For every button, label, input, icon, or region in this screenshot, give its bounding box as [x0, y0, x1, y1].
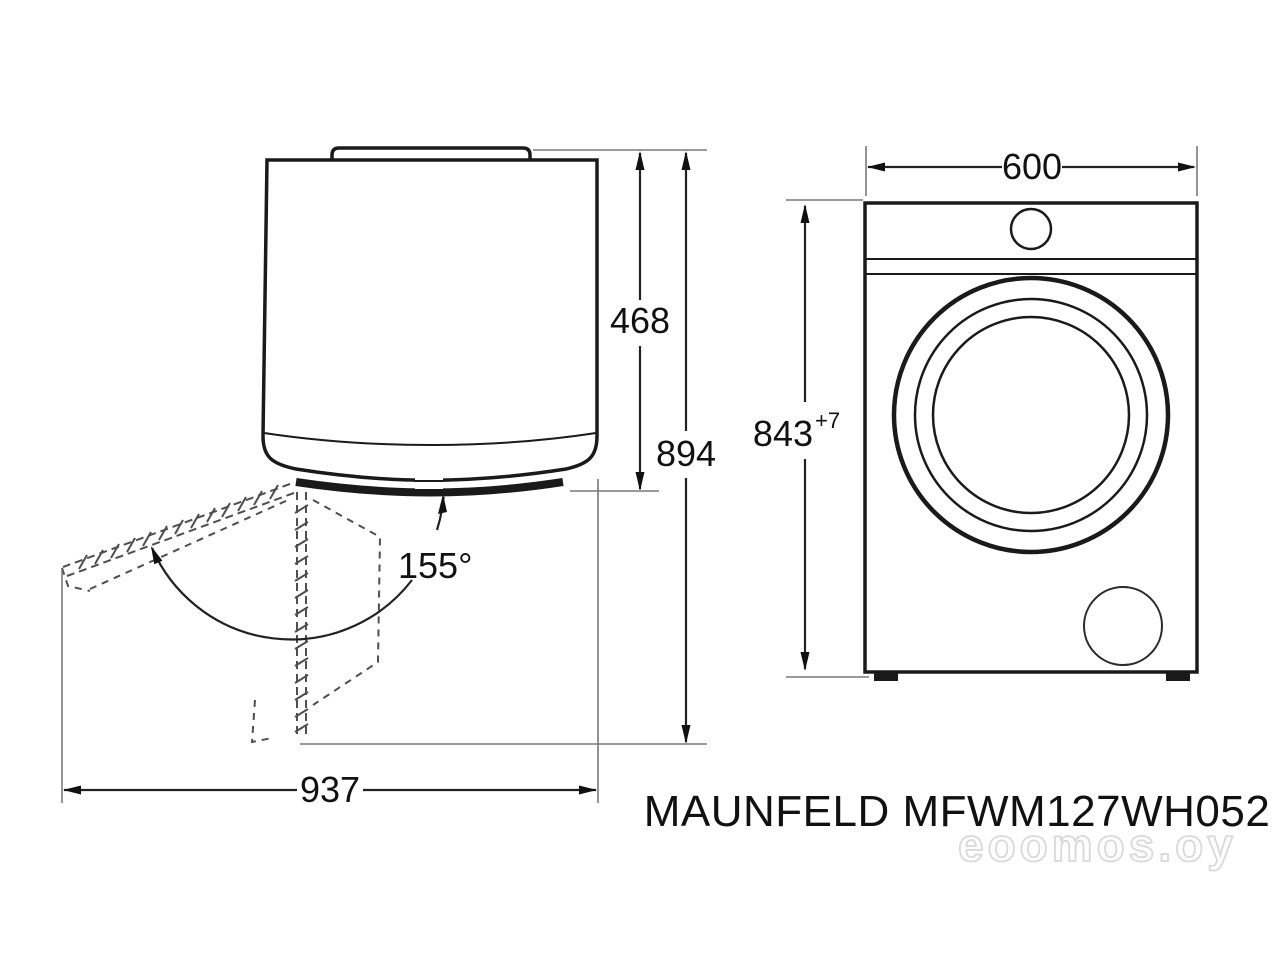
dimension-width: 600: [867, 146, 1196, 187]
dimension-depth: 468: [610, 151, 670, 491]
extension-lines-top-view: [61, 149, 707, 803]
door-outer-ring: [891, 275, 1171, 555]
lid-handle: [330, 146, 532, 160]
watermark: eoomos.oy: [958, 819, 1237, 871]
height-value: 843: [753, 413, 813, 454]
door-angle-label: 155°: [398, 545, 472, 586]
machine-body-top-view: [261, 146, 599, 497]
top-view: 155° 468 894 937: [61, 146, 716, 810]
dimension-height: 843 +7: [753, 204, 840, 671]
dimension-depth-door-open: 894: [656, 151, 716, 744]
extension-lines-front-view: [786, 146, 1198, 678]
filter-door: [1083, 586, 1163, 666]
dimension-width-door-open: 937: [63, 769, 597, 810]
depth-value: 468: [610, 300, 670, 341]
door-edge-band: [295, 478, 564, 497]
foot-right: [1166, 672, 1190, 681]
body-front-curve: [263, 432, 597, 446]
foot-left: [874, 672, 898, 681]
door-inner-ring: [931, 315, 1131, 515]
door-angle-arc: 155°: [150, 494, 472, 641]
program-knob: [1009, 207, 1053, 251]
model-title: MAUNFELD MFWM127WH052: [644, 787, 1271, 836]
door-swing-dashed: [61, 483, 382, 744]
machine-body-front-view: [863, 201, 1199, 681]
body-outline: [261, 158, 599, 482]
door-handle-recess: [415, 477, 443, 489]
door-middle-ring: [913, 297, 1149, 533]
width-door-open-value: 937: [300, 769, 360, 810]
front-view: 600 843 +7: [753, 146, 1199, 681]
depth-door-open-value: 894: [656, 433, 716, 474]
width-value: 600: [1002, 146, 1062, 187]
height-tolerance: +7: [815, 408, 840, 433]
